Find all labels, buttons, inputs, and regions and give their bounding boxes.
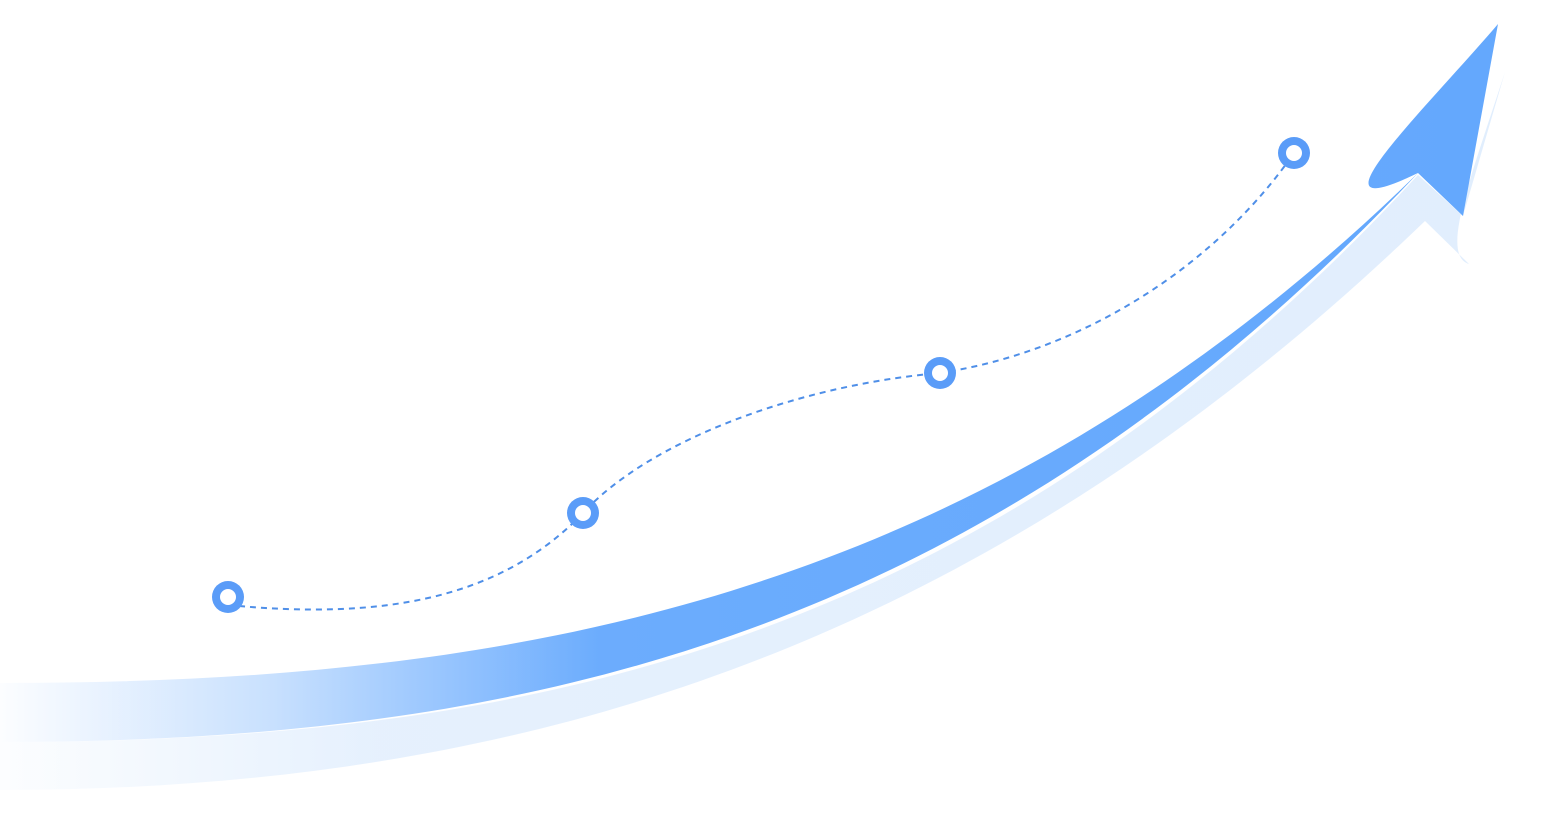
milestone-2: [567, 497, 599, 529]
milestone-dashed-path: [227, 152, 1295, 611]
milestone-3: [924, 357, 956, 389]
growth-arrow: [0, 24, 1498, 742]
growth-arrow-shadow: [0, 72, 1505, 790]
milestone-1: [212, 581, 244, 613]
milestone-4: [1278, 137, 1310, 169]
